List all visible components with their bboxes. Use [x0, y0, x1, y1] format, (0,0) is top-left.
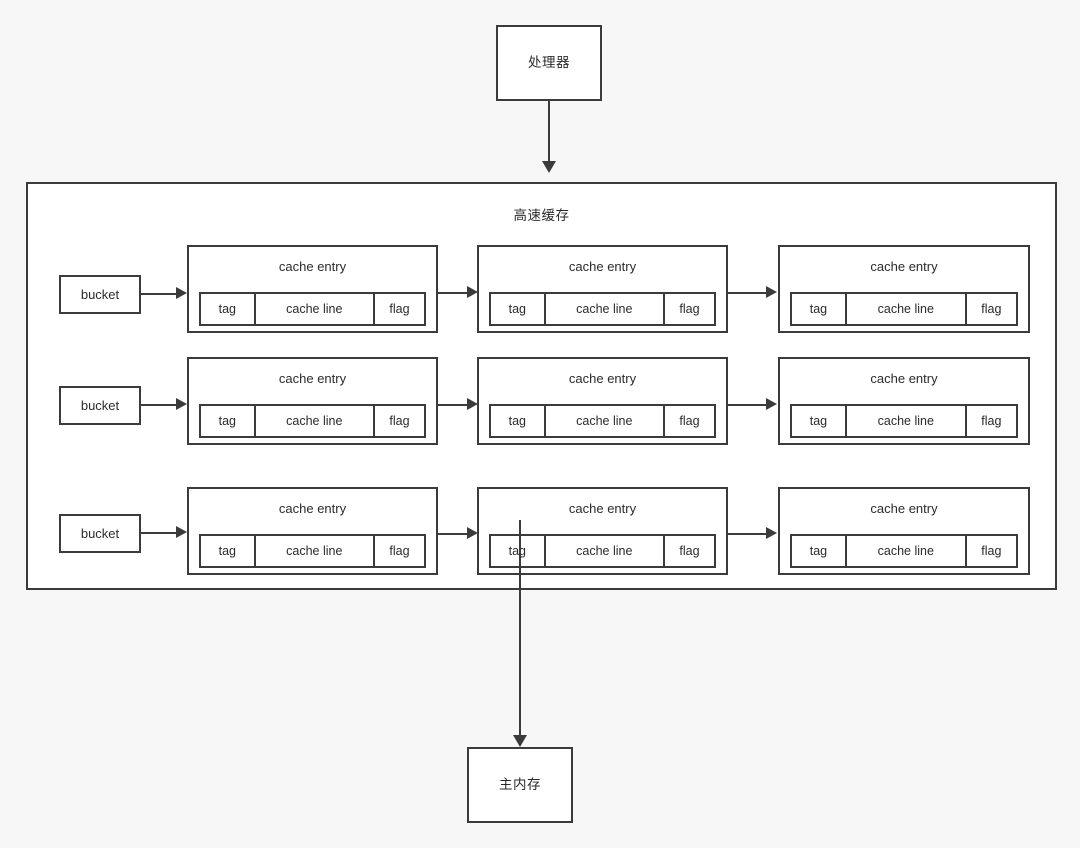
field-tag: tag	[491, 536, 546, 566]
cache-entry-r1c3[interactable]: cache entry tag cache line flag	[778, 245, 1030, 333]
field-cache-line: cache line	[847, 294, 967, 324]
bucket-2-connector	[141, 404, 179, 406]
field-cache-line: cache line	[546, 406, 665, 436]
field-tag: tag	[491, 294, 546, 324]
bucket-row-1[interactable]: bucket	[59, 275, 141, 314]
cache-entry-fields: tag cache line flag	[199, 292, 426, 326]
field-flag: flag	[389, 544, 410, 558]
cache-to-memory-arrowhead	[513, 735, 527, 747]
cache-entry-r3c1[interactable]: cache entry tag cache line flag	[187, 487, 438, 575]
cache-to-memory-line	[519, 520, 521, 740]
cache-entry-fields: tag cache line flag	[489, 404, 716, 438]
main-memory-label: 主内存	[499, 777, 541, 793]
bucket-1-arrowhead	[176, 287, 187, 299]
field-tag: tag	[792, 294, 847, 324]
cache-entry-fields: tag cache line flag	[489, 534, 716, 568]
field-tag: tag	[201, 406, 256, 436]
cache-entry-r3c3[interactable]: cache entry tag cache line flag	[778, 487, 1030, 575]
field-cache-line: cache line	[256, 536, 375, 566]
field-flag: flag	[389, 302, 410, 316]
field-flag: flag	[981, 414, 1002, 428]
cache-title: 高速缓存	[513, 208, 570, 223]
field-cache-line: cache line	[546, 536, 665, 566]
bucket-row-2[interactable]: bucket	[59, 386, 141, 425]
bucket-label: bucket	[80, 287, 120, 302]
cache-entry-fields: tag cache line flag	[790, 404, 1018, 438]
bucket-row-3[interactable]: bucket	[59, 514, 141, 553]
cache-entry-title: cache entry	[568, 371, 637, 386]
cache-entry-title: cache entry	[278, 501, 347, 516]
field-tag: tag	[201, 294, 256, 324]
field-cache-line: cache line	[256, 406, 375, 436]
entry-r1c1-to-r1c2-arrowhead	[467, 286, 478, 298]
entry-r2c1-to-r2c2-arrowhead	[467, 398, 478, 410]
cache-entry-title: cache entry	[278, 371, 347, 386]
field-flag: flag	[981, 302, 1002, 316]
cache-entry-fields: tag cache line flag	[790, 292, 1018, 326]
field-cache-line: cache line	[847, 536, 967, 566]
field-cache-line: cache line	[546, 294, 665, 324]
bucket-3-arrowhead	[176, 526, 187, 538]
field-tag: tag	[792, 406, 847, 436]
cache-entry-title: cache entry	[278, 259, 347, 274]
entry-r1c2-to-r1c3-connector	[728, 292, 766, 294]
cache-entry-title: cache entry	[568, 259, 637, 274]
cache-entry-title: cache entry	[870, 259, 938, 274]
cache-entry-fields: tag cache line flag	[790, 534, 1018, 568]
entry-r1c1-to-r1c2-connector	[438, 292, 472, 294]
field-flag: flag	[389, 414, 410, 428]
bucket-1-connector	[141, 293, 179, 295]
cache-entry-fields: tag cache line flag	[489, 292, 716, 326]
field-flag: flag	[679, 302, 700, 316]
bucket-2-arrowhead	[176, 398, 187, 410]
entry-r2c1-to-r2c2-connector	[438, 404, 472, 406]
entry-r3c2-to-r3c3-arrowhead	[766, 527, 777, 539]
cache-entry-r1c2[interactable]: cache entry tag cache line flag	[477, 245, 728, 333]
processor-to-cache-arrowhead	[542, 161, 556, 173]
cache-entry-r2c2[interactable]: cache entry tag cache line flag	[477, 357, 728, 445]
bucket-3-connector	[141, 532, 179, 534]
entry-r3c1-to-r3c2-arrowhead	[467, 527, 478, 539]
field-tag: tag	[491, 406, 546, 436]
cache-entry-title: cache entry	[870, 371, 938, 386]
cache-entry-title: cache entry	[870, 501, 938, 516]
field-cache-line: cache line	[847, 406, 967, 436]
bucket-label: bucket	[80, 398, 120, 413]
field-cache-line: cache line	[256, 294, 375, 324]
field-tag: tag	[201, 536, 256, 566]
entry-r1c2-to-r1c3-arrowhead	[766, 286, 777, 298]
processor-label: 处理器	[528, 55, 570, 71]
field-flag: flag	[679, 544, 700, 558]
field-flag: flag	[679, 414, 700, 428]
bucket-label: bucket	[80, 526, 120, 541]
entry-r3c1-to-r3c2-connector	[438, 533, 472, 535]
field-tag: tag	[792, 536, 847, 566]
processor-node[interactable]: 处理器	[496, 25, 602, 101]
entry-r2c2-to-r2c3-arrowhead	[766, 398, 777, 410]
main-memory-node[interactable]: 主内存	[467, 747, 573, 823]
cache-entry-r3c2[interactable]: cache entry tag cache line flag	[477, 487, 728, 575]
cache-entry-title: cache entry	[568, 501, 637, 516]
cache-entry-fields: tag cache line flag	[199, 534, 426, 568]
cache-entry-r2c1[interactable]: cache entry tag cache line flag	[187, 357, 438, 445]
cache-entry-r2c3[interactable]: cache entry tag cache line flag	[778, 357, 1030, 445]
processor-to-cache-line	[548, 101, 550, 163]
entry-r3c2-to-r3c3-connector	[728, 533, 766, 535]
field-flag: flag	[981, 544, 1002, 558]
entry-r2c2-to-r2c3-connector	[728, 404, 766, 406]
cache-entry-fields: tag cache line flag	[199, 404, 426, 438]
cache-entry-r1c1[interactable]: cache entry tag cache line flag	[187, 245, 438, 333]
